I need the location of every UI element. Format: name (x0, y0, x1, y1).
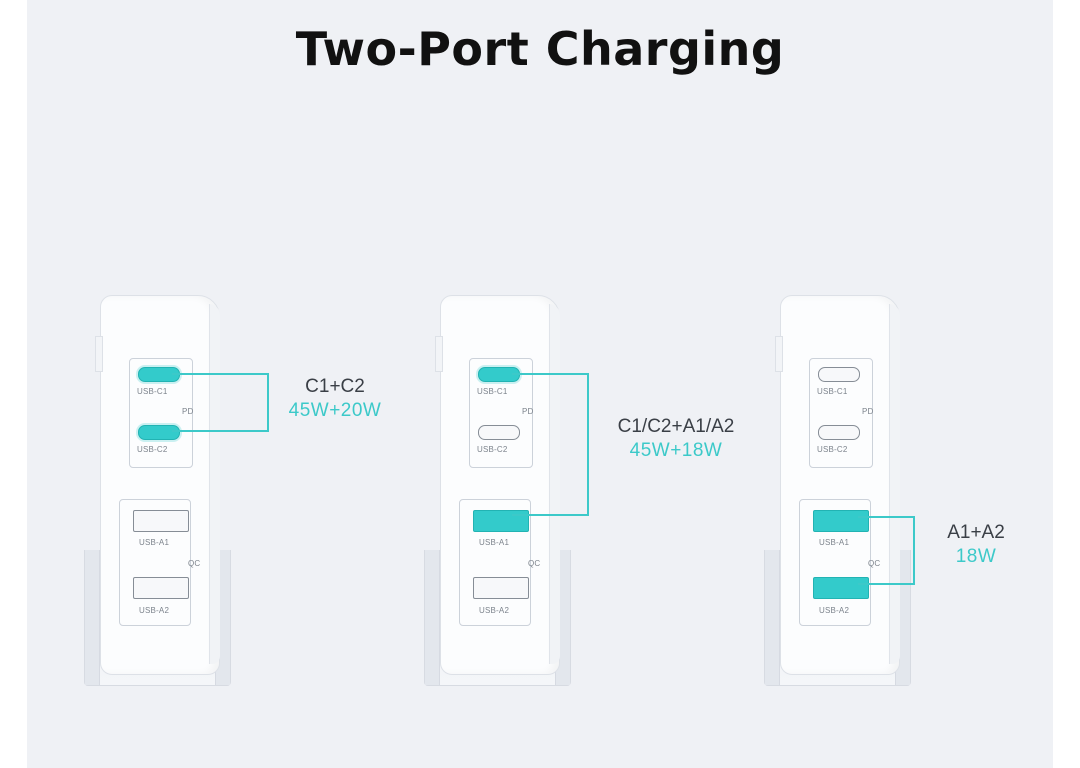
charger-c1-c2: USB-C1 USB-C2 PD USB-A1 USB-A2 QC (84, 295, 235, 687)
usb-c2-port (138, 425, 180, 440)
usb-a-group: USB-A1 USB-A2 (119, 499, 191, 626)
charger-body: USB-C1 USB-C2 PD USB-A1 USB-A2 QC (95, 295, 220, 675)
usb-a1-port (813, 510, 869, 532)
usb-a1-label: USB-A1 (819, 538, 850, 547)
pd-label: PD (182, 407, 194, 416)
usb-a1-label: USB-A1 (479, 538, 510, 547)
qc-label: QC (868, 559, 881, 568)
combo-label-3: A1+A2 18W (926, 522, 1026, 568)
usb-a2-label: USB-A2 (819, 606, 850, 615)
combo-label-1: C1+C2 45W+20W (280, 376, 390, 422)
usb-a-group: USB-A1 USB-A2 (799, 499, 871, 626)
usb-a-group: USB-A1 USB-A2 (459, 499, 531, 626)
combo-watts: 18W (955, 546, 997, 567)
usb-c1-port (138, 367, 180, 382)
qc-label: QC (188, 559, 201, 568)
plug-prong (95, 336, 103, 372)
usb-c1-port (478, 367, 520, 382)
combo-ports: C1+C2 (305, 376, 365, 397)
usb-c-group: USB-C1 USB-C2 (809, 358, 873, 468)
combo-watts: 45W+20W (288, 400, 382, 421)
usb-a2-port (473, 577, 529, 599)
usb-a1-port (133, 510, 189, 532)
pd-label: PD (522, 407, 534, 416)
usb-a2-port (133, 577, 189, 599)
plug-prong (435, 336, 443, 372)
combo-watts: 45W+18W (629, 440, 723, 461)
usb-c-group: USB-C1 USB-C2 (129, 358, 193, 468)
usb-a2-label: USB-A2 (479, 606, 510, 615)
usb-c1-port (818, 367, 860, 382)
usb-a1-port (473, 510, 529, 532)
combo-ports: C1/C2+A1/A2 (617, 416, 735, 437)
usb-a1-label: USB-A1 (139, 538, 170, 547)
combo-label-2: C1/C2+A1/A2 45W+18W (596, 416, 756, 462)
usb-c2-label: USB-C2 (817, 445, 848, 454)
pd-label: PD (862, 407, 874, 416)
charger-a1-a2: USB-C1 USB-C2 PD USB-A1 USB-A2 QC (764, 295, 915, 687)
usb-c1-label: USB-C1 (477, 387, 508, 396)
usb-c2-port (478, 425, 520, 440)
usb-c1-label: USB-C1 (137, 387, 168, 396)
charger-body: USB-C1 USB-C2 PD USB-A1 USB-A2 QC (775, 295, 900, 675)
usb-a2-label: USB-A2 (139, 606, 170, 615)
usb-c2-label: USB-C2 (477, 445, 508, 454)
page-title: Two-Port Charging (295, 22, 785, 76)
usb-a2-port (813, 577, 869, 599)
combo-ports: A1+A2 (947, 522, 1005, 543)
plug-prong (775, 336, 783, 372)
usb-c1-label: USB-C1 (817, 387, 848, 396)
usb-c2-port (818, 425, 860, 440)
charger-body: USB-C1 USB-C2 PD USB-A1 USB-A2 QC (435, 295, 560, 675)
charger-c1-a1: USB-C1 USB-C2 PD USB-A1 USB-A2 QC (424, 295, 575, 687)
qc-label: QC (528, 559, 541, 568)
usb-c2-label: USB-C2 (137, 445, 168, 454)
